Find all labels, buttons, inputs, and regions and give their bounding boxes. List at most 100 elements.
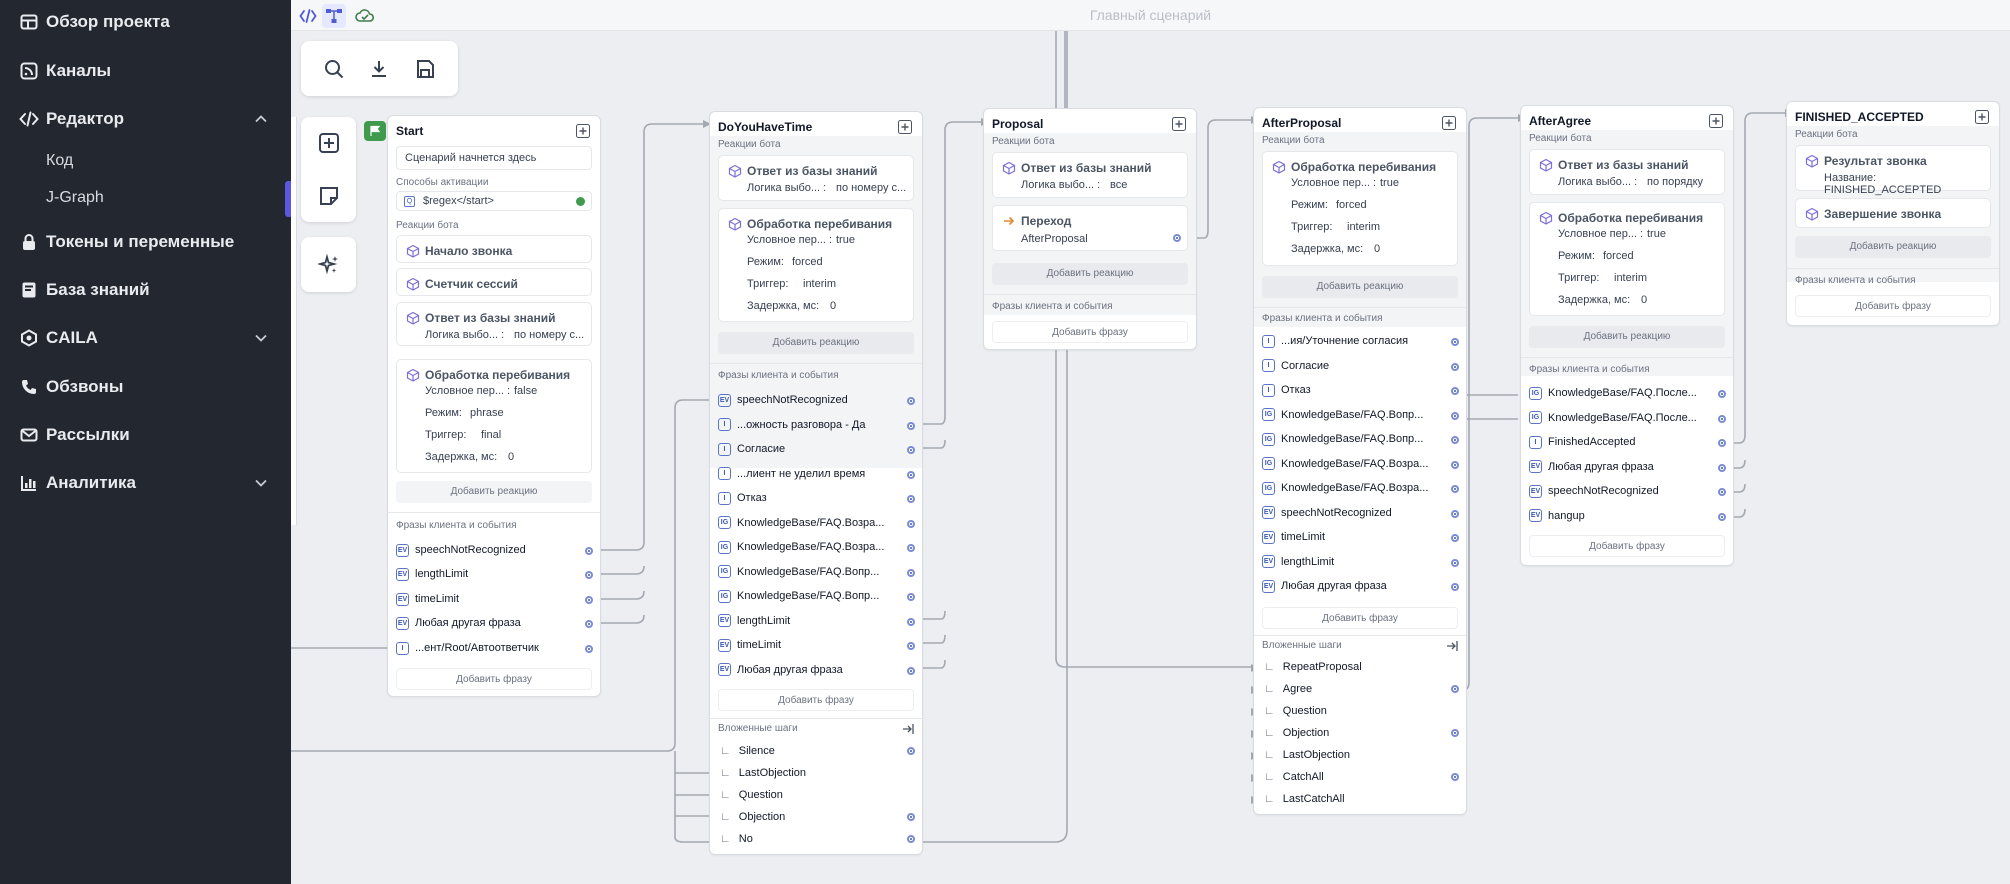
enter-icon[interactable] [1446,639,1460,657]
node-finished-accepted[interactable]: FINISHED_ACCEPTED Реакции бота Результат… [1786,101,2000,326]
output-port[interactable] [585,547,593,555]
sidebar-item-tokens[interactable]: Токены и переменные [0,222,291,262]
kb-answer-card[interactable]: Ответ из базы знаний Логика выбо... : по… [718,155,914,201]
output-port[interactable] [1451,411,1459,420]
output-port[interactable] [907,470,915,479]
output-port[interactable] [907,397,915,405]
output-port[interactable] [907,421,915,430]
add-phrase-button[interactable]: Добавить фразу [1262,607,1458,629]
kb-answer-card[interactable]: Ответ из базы знаний Логика выбо... : по… [396,302,592,346]
output-port[interactable] [1451,534,1459,542]
output-port[interactable] [585,645,593,653]
output-port[interactable] [907,617,915,626]
kb-answer-card[interactable]: Ответ из базы знаний Логика выбо... : по… [1529,149,1725,195]
graph-canvas[interactable]: Главный сценарий Start Сценарий начнется… [291,0,2010,884]
sidebar-item-caila[interactable]: CAILA [0,318,291,358]
sidebar-item-knowledge-base[interactable]: База знаний [0,270,291,310]
reaction-card[interactable]: Начало звонка [396,235,592,263]
sidebar-item-channels[interactable]: Каналы [0,51,291,91]
output-port[interactable] [907,642,915,650]
transition-card[interactable]: Переход AfterProposal [992,205,1188,251]
output-port[interactable] [907,813,915,821]
nested-step[interactable]: LastObjection [1264,749,1350,761]
plus-icon[interactable] [896,118,914,136]
nested-step[interactable]: LastCatchAll [1264,793,1345,805]
chevron-up-icon[interactable] [251,109,271,129]
interrupt-card[interactable]: Обработка перебивания Условное пер... : … [1262,151,1458,266]
add-phrase-button[interactable]: Добавить фразу [992,321,1188,343]
output-port[interactable] [907,568,915,577]
output-port[interactable] [1451,338,1459,346]
output-port[interactable] [585,620,593,628]
add-reaction-button[interactable]: Добавить реакцию [1795,236,1991,258]
cloud-sync-button[interactable] [353,4,377,28]
add-reaction-button[interactable]: Добавить реакцию [1262,276,1458,298]
output-port[interactable] [907,747,915,755]
output-port[interactable] [1451,558,1459,567]
output-port[interactable] [585,571,593,579]
chevron-down-icon[interactable] [251,328,271,348]
add-reaction-button[interactable]: Добавить реакцию [1529,326,1725,348]
plus-icon[interactable] [1440,114,1458,132]
output-port[interactable] [1718,512,1726,521]
add-phrase-button[interactable]: Добавить фразу [1795,295,1991,317]
nested-step[interactable]: Silence [720,745,775,757]
list-item[interactable]: I...ия/Уточнение согласия [1262,332,1408,350]
output-port[interactable] [1451,436,1459,444]
output-port[interactable] [1451,773,1459,781]
sticky-note-icon[interactable] [316,183,342,209]
chevron-down-icon[interactable] [251,473,271,493]
save-icon[interactable] [412,56,438,82]
sidebar-item-mailings[interactable]: Рассылки [0,415,291,455]
node-afteragree[interactable]: AfterAgree Реакции бота Ответ из базы зн… [1520,105,1734,566]
plus-icon[interactable] [1973,108,1991,126]
nested-step[interactable]: RepeatProposal [1264,661,1362,673]
output-port[interactable] [907,666,915,675]
add-phrase-button[interactable]: Добавить фразу [1529,535,1725,557]
list-item[interactable]: I...ожность разговора - Да [718,416,866,434]
nested-step[interactable]: Question [1264,705,1327,717]
nested-step[interactable]: Objection [1264,727,1329,739]
call-result-card[interactable]: Результат звонка Название: FINISHED_ACCE… [1795,145,1991,196]
sidebar-subitem-code[interactable]: Код [46,152,74,169]
output-port[interactable] [907,835,915,843]
graph-view-button[interactable] [322,4,346,28]
reaction-card[interactable]: Счетчик сессий [396,268,592,296]
list-item[interactable]: I...ент/Root/Автоответчик [396,639,539,657]
node-afterproposal[interactable]: AfterProposal Реакции бота Обработка пер… [1253,107,1467,815]
sidebar-subitem-jgraph[interactable]: J-Graph [46,189,104,206]
plus-icon[interactable] [574,122,592,140]
output-port[interactable] [1718,439,1726,447]
nested-step[interactable]: Question [720,789,783,801]
nested-step[interactable]: No [720,833,753,845]
output-port[interactable] [1718,463,1726,472]
output-port[interactable] [1451,583,1459,591]
output-port[interactable] [585,596,593,604]
nested-step[interactable]: Objection [720,811,785,823]
plus-icon[interactable] [1170,115,1188,133]
